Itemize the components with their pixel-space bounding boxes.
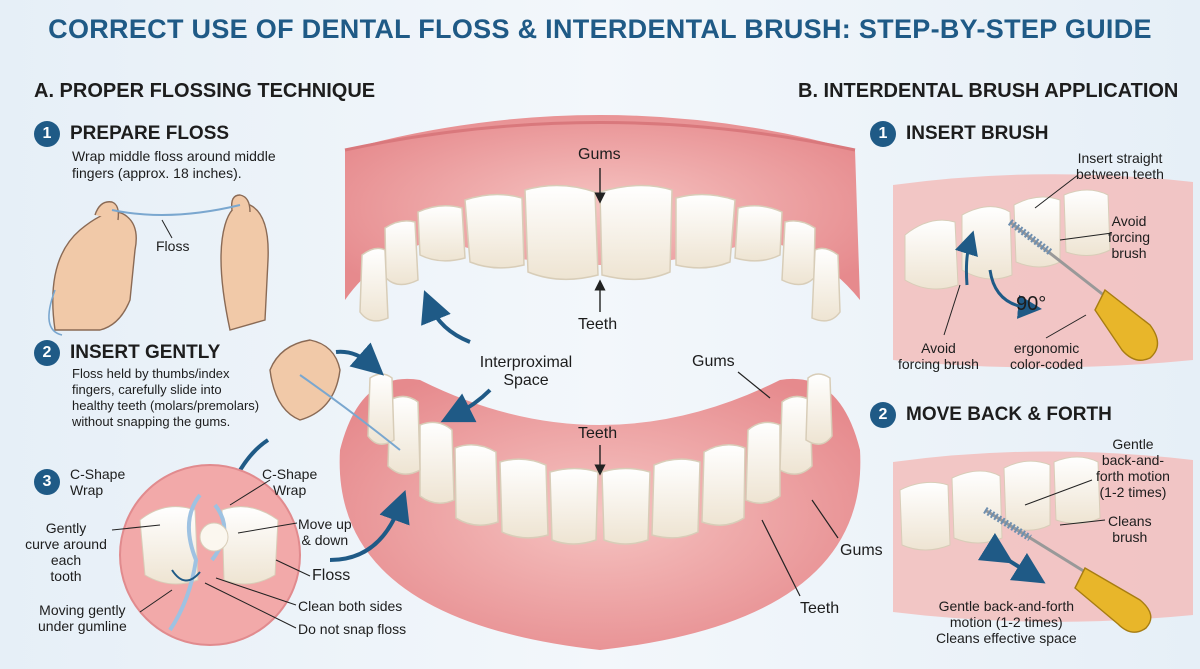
section-b-heading: B. INTERDENTAL BRUSH APPLICATION [798, 80, 1179, 102]
insert-arrow [335, 342, 385, 376]
step-b1: 1 INSERT BRUSH [870, 121, 1049, 147]
gentle-motion-line: back-and- [1101, 452, 1165, 468]
step-a2-desc-line: without snapping the gums. [72, 414, 231, 429]
step-a1-desc-line: Wrap middle floss around middle [72, 148, 276, 164]
interproximal-arrow-up [421, 290, 471, 344]
gumline-line: under gumline [38, 618, 127, 634]
gumline-label: Moving gently under gumline [38, 602, 127, 634]
gums-right-lower-label: Gums [840, 542, 883, 559]
move-up-down-line: Move up [298, 516, 352, 532]
bottom-arrow [329, 489, 410, 562]
step-b2: 2 MOVE BACK & FORTH [870, 402, 1112, 428]
ergonomic-label: ergonomic color-coded [1010, 340, 1083, 372]
gums-lower-pointer [811, 499, 839, 539]
avoid-forcing-label-right: Avoid forcing brush [1108, 213, 1150, 261]
avoid-forcing-line: Avoid [1111, 213, 1147, 229]
gently-curve-line: Gently [45, 520, 87, 536]
gently-curve-line: curve around [25, 536, 107, 552]
gently-curve-line: tooth [50, 568, 82, 584]
hands-with-floss [48, 194, 269, 336]
step-a2-number: 2 [34, 340, 60, 366]
step-b1-title: INSERT BRUSH [906, 123, 1049, 144]
upper-teeth [359, 184, 841, 322]
step-a3-title-line: C-Shape [70, 466, 126, 482]
step-a1-title: PREPARE FLOSS [70, 123, 230, 144]
gentle-motion-line: (1-2 times) [1099, 484, 1167, 500]
gentle-motion-line: Gentle [1112, 436, 1154, 452]
floss-label: Floss [156, 238, 190, 254]
page-title: CORRECT USE OF DENTAL FLOSS & INTERDENTA… [48, 14, 1152, 44]
teeth-top-label: Teeth [578, 316, 618, 333]
step-b1-number: 1 [870, 121, 896, 147]
cleans-brush-label: Cleans brush [1108, 513, 1152, 545]
step-a1-number: 1 [34, 121, 60, 147]
brush-panel-1 [893, 174, 1193, 368]
gently-curve-label: Gently curve around each tooth [20, 520, 112, 584]
lower-teeth [367, 373, 833, 545]
ergonomic-line: ergonomic [1013, 340, 1080, 356]
gums-right-pointer [737, 371, 771, 399]
step-a2-desc-line: Floss held by thumbs/index [72, 366, 230, 381]
gums-top-label: Gums [578, 146, 621, 163]
avoid-forcing-line: forcing brush [898, 356, 979, 372]
step-a2-title: INSERT GENTLY [70, 342, 221, 363]
interproximal-line: Interproximal [479, 354, 573, 371]
bottom-motion-label: Gentle back-and-forth motion (1-2 times)… [936, 598, 1077, 646]
hand-inserting-floss [269, 339, 401, 451]
brush-panel-2 [893, 451, 1193, 633]
step-a3-number: 3 [34, 469, 60, 495]
avoid-forcing-line: Avoid [921, 340, 956, 356]
clean-both-sides-label: Clean both sides [298, 598, 403, 614]
gently-curve-line: each [50, 552, 82, 568]
ergonomic-line: color-coded [1010, 356, 1084, 372]
insert-straight-line: between teeth [1076, 166, 1164, 182]
floss-closeup-label: Floss [312, 567, 351, 584]
avoid-forcing-line: brush [1111, 245, 1147, 261]
gentle-motion-line: forth motion [1096, 468, 1170, 484]
avoid-forcing-label-bottom: Avoid forcing brush [898, 340, 979, 372]
cleans-brush-line: Cleans [1108, 513, 1152, 529]
cshape-closeup [111, 464, 311, 646]
cshape-wrap-label: C-Shape Wrap [262, 466, 317, 498]
section-a-heading: A. PROPER FLOSSING TECHNIQUE [34, 80, 376, 102]
insert-straight-line: Insert straight [1077, 150, 1163, 166]
move-up-down-label: Move up & down [298, 516, 352, 548]
step-a3-title: C-Shape Wrap [70, 466, 125, 498]
step-a1-desc-line: fingers (approx. 18 inches). [72, 165, 242, 181]
cshape-wrap-line: C-Shape [262, 466, 318, 482]
interproximal-space-label: Interproximal Space [474, 354, 578, 390]
bottom-motion-line: motion (1-2 times) [949, 614, 1063, 630]
interproximal-arrow-down [440, 388, 492, 423]
interproximal-line: Space [503, 372, 549, 389]
step-a3-title-line: Wrap [70, 482, 104, 498]
step-b2-title: MOVE BACK & FORTH [906, 404, 1112, 425]
step-a1: 1 PREPARE FLOSS [34, 121, 229, 147]
step-a3: 3 C-Shape Wrap [34, 466, 125, 498]
gumline-line: Moving gently [39, 602, 126, 618]
step-b2-number: 2 [870, 402, 896, 428]
avoid-forcing-line: forcing [1108, 229, 1151, 245]
teeth-bottom-pointer [761, 519, 801, 597]
move-up-down-line: & down [301, 532, 349, 548]
teeth-bottom-label: Teeth [800, 600, 840, 617]
teeth-mid-label: Teeth [578, 425, 618, 442]
step-a2: 2 INSERT GENTLY [34, 340, 220, 366]
cshape-wrap-line: Wrap [273, 482, 307, 498]
cleans-brush-line: brush [1112, 529, 1148, 545]
do-not-snap-label: Do not snap floss [298, 621, 407, 637]
gums-right-upper-label: Gums [692, 353, 735, 370]
step-a1-description: Wrap middle floss around middle fingers … [72, 148, 276, 182]
step-a2-description: Floss held by thumbs/index fingers, care… [72, 366, 259, 430]
gentle-motion-label: Gentle back-and- forth motion (1-2 times… [1096, 436, 1170, 500]
bottom-motion-line: Cleans effective space [936, 630, 1077, 646]
bottom-motion-line: Gentle back-and-forth [938, 598, 1074, 614]
angle-label: 90° [1016, 293, 1047, 315]
insert-straight-label: Insert straight between teeth [1076, 150, 1164, 182]
step-a2-desc-line: healthy teeth (molars/premolars) [72, 398, 260, 413]
step-a2-desc-line: fingers, carefully slide into [72, 382, 222, 397]
